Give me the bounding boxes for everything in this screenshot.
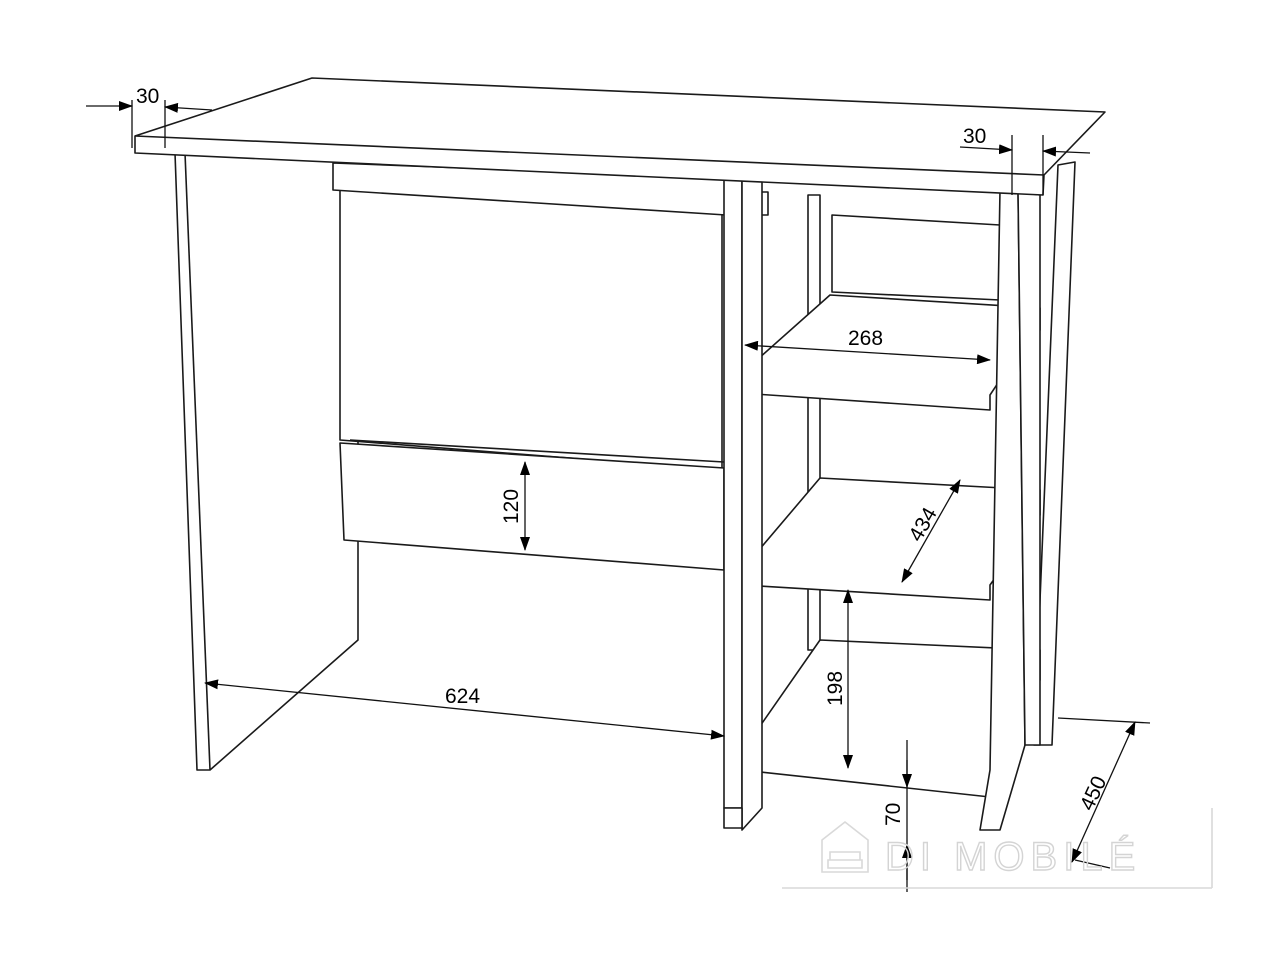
shelf-unit-left-panel-front <box>723 807 743 829</box>
dim-label-30-left: 30 <box>136 85 159 108</box>
shelf-unit-left-panel-edge <box>741 177 763 831</box>
back-panel <box>339 189 723 471</box>
dim-label-450: 450 <box>1076 773 1112 814</box>
shelf-top <box>739 294 1041 411</box>
dim-shelf-width: 268 <box>744 327 991 365</box>
back-slat-top <box>831 214 1001 301</box>
dim-label-268: 268 <box>848 327 883 350</box>
right-back-panel <box>1033 161 1076 746</box>
dim-drawer-height: 120 <box>500 461 530 551</box>
dim-knee-space-width: 624 <box>204 679 725 740</box>
dim-plinth-height: 70 <box>882 740 912 892</box>
dim-shelf-spacing: 198 <box>824 589 853 769</box>
sofa-house-icon <box>821 820 869 873</box>
dimension-annotations: 30 30 268 120 434 198 <box>86 85 1151 892</box>
dim-label-120: 120 <box>500 489 523 524</box>
left-side-panel <box>174 152 359 771</box>
dim-top-thickness-right: 30 <box>959 125 1091 195</box>
shelf-unit-left-panel <box>723 177 743 809</box>
dim-label-70: 70 <box>882 803 905 826</box>
dim-label-30-right: 30 <box>963 125 986 148</box>
dim-top-thickness-left: 30 <box>86 85 213 148</box>
dim-label-198: 198 <box>824 671 847 706</box>
dim-label-624: 624 <box>445 685 480 708</box>
desk-body <box>134 77 1106 831</box>
watermark-text: DI MOBILÉ <box>885 834 1141 879</box>
watermark: DI MOBILÉ <box>782 808 1213 889</box>
